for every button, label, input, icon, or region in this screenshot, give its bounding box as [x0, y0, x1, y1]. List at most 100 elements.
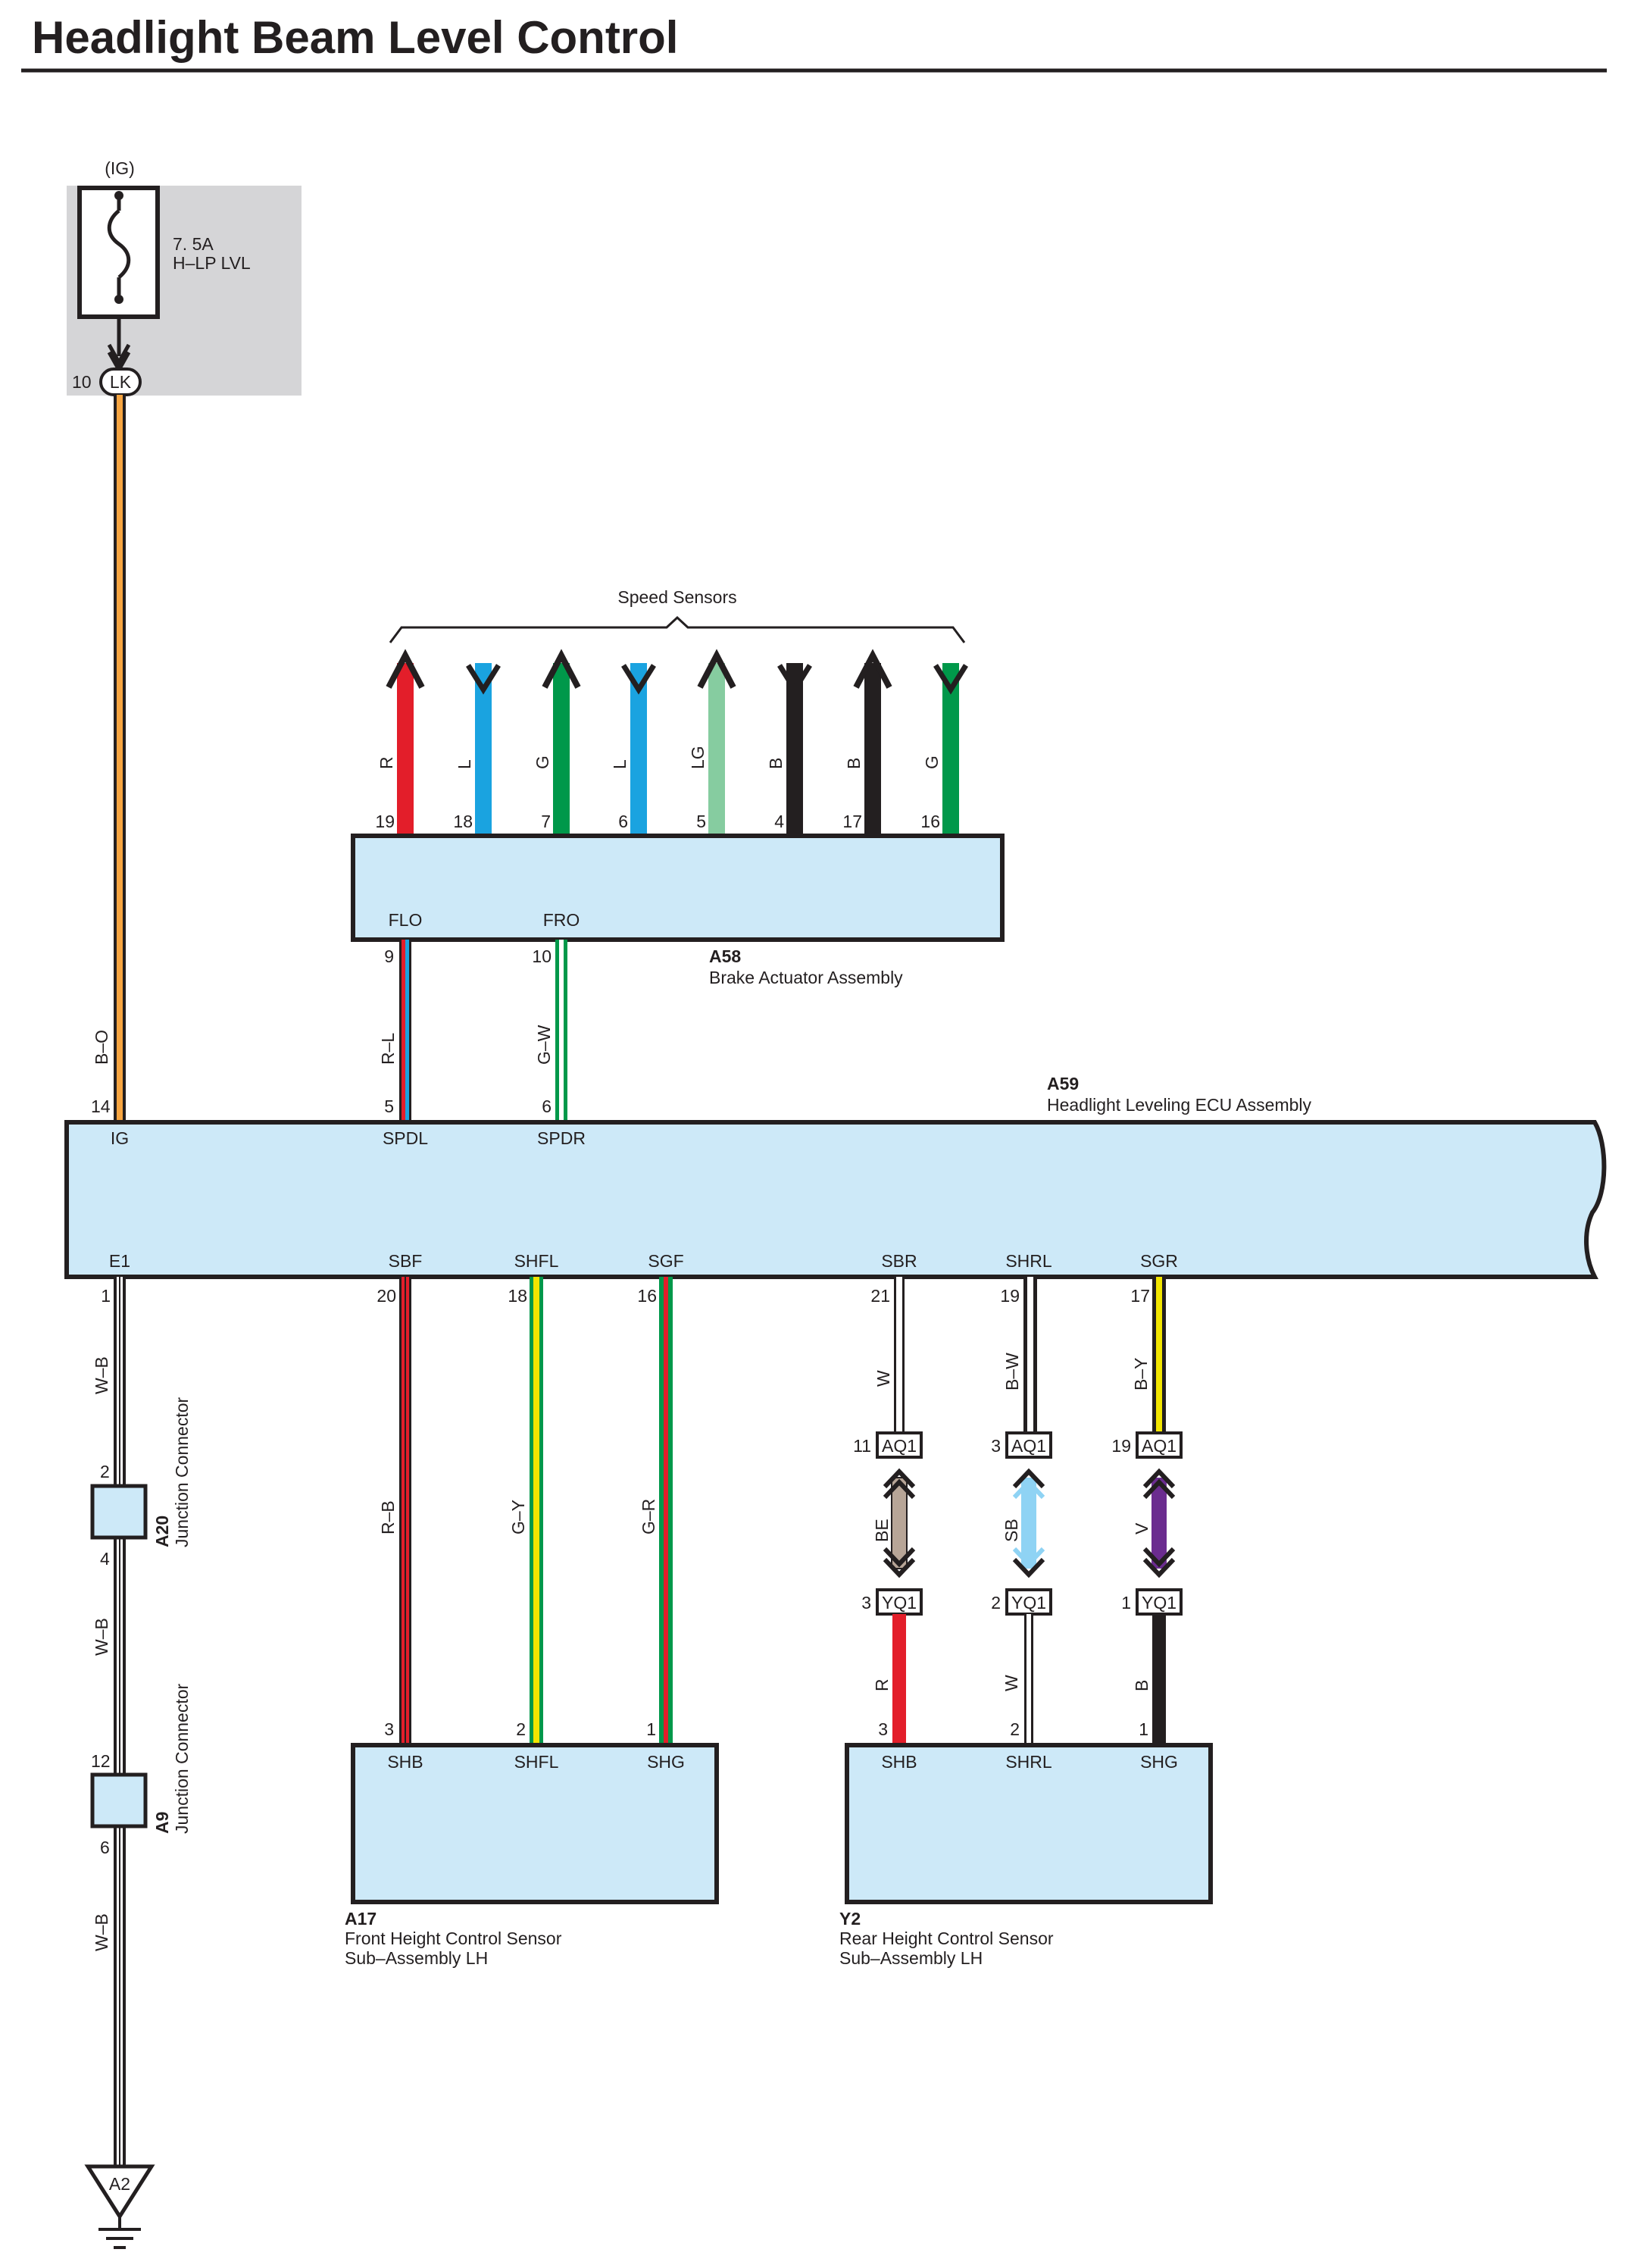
yq1-pin-sbr: 3: [861, 1593, 871, 1613]
rear-wire-bw-upper: [1023, 1277, 1037, 1445]
y2-pin-shb: 3: [878, 1719, 888, 1739]
rear-mid-code-be: BE: [872, 1519, 892, 1542]
a59-terminal-shfl: SHFL: [514, 1251, 559, 1271]
y2-name-line1: Rear Height Control Sensor: [839, 1929, 1054, 1948]
speed-wire-pin: 16: [920, 812, 940, 831]
speed-wire-color-code: B: [766, 758, 786, 769]
lk-pin: 10: [72, 372, 92, 392]
arrow-down-icon: [466, 664, 501, 695]
speed-wire-color-code: G: [533, 755, 552, 769]
a17-pin-shg: 1: [646, 1719, 656, 1739]
ground-wire-code-1: W–B: [92, 1356, 111, 1394]
a59-ecu-box: [64, 1120, 1607, 1279]
a17-terminal-shb: SHB: [387, 1752, 423, 1772]
yq1-label-sgr: YQ1: [1142, 1593, 1176, 1613]
speed-wire-pin: 6: [618, 812, 628, 831]
a17-name-line2: Sub–Assembly LH: [345, 1948, 488, 1968]
a59-terminal-sbr: SBR: [881, 1251, 917, 1271]
y2-name-line2: Sub–Assembly LH: [839, 1948, 983, 1968]
speed-wire-color-code: R: [377, 756, 396, 769]
rear-wire-w-code: W: [873, 1370, 893, 1387]
a59-terminal-sgf: SGF: [648, 1251, 683, 1271]
y2-terminal-shg: SHG: [1140, 1752, 1178, 1772]
aq1-connector-shrl: [1005, 1431, 1052, 1459]
speed-wire-pin: 19: [375, 812, 395, 831]
arrow-up-icon: [697, 649, 736, 689]
spdl-wire: [399, 940, 411, 1121]
ground-wire-code-3: W–B: [92, 1913, 111, 1951]
speed-wire-rr-plus: B17RR+: [842, 649, 892, 862]
front-wire-rb: [399, 1277, 411, 1745]
a17-name-line1: Front Height Control Sensor: [345, 1929, 562, 1948]
front-wire-gy: [530, 1277, 543, 1745]
yq1-label-shrl: YQ1: [1011, 1593, 1046, 1613]
a58-brake-actuator-box: [351, 834, 1005, 942]
ground-label: A2: [109, 2174, 130, 2194]
lk-connector-label: LK: [110, 372, 132, 392]
arrow-up-icon: [853, 649, 892, 689]
front-wire-rb-code: R–B: [378, 1500, 398, 1534]
a9-code: A9: [152, 1812, 172, 1834]
a20-junction-connector: [90, 1484, 148, 1540]
speed-sensor-wires: R19FL+L18FL–G7FR+L6FR–LG5RL+B4RL–B17RR+G…: [375, 649, 968, 862]
speed-wire-rl-plus: LG5RL+: [688, 649, 736, 862]
spdr-pin: 6: [542, 1096, 552, 1116]
arrow-down-icon: [777, 664, 812, 695]
a59-pin-sbr: 21: [870, 1286, 890, 1306]
a59-pin-sgr: 17: [1130, 1286, 1150, 1306]
a59-pin-shrl: 19: [1000, 1286, 1020, 1306]
ig-wire: [114, 395, 126, 1122]
a59-name: Headlight Leveling ECU Assembly: [1047, 1095, 1312, 1115]
a58-terminal-flo: FLO: [389, 910, 423, 930]
ground-wire: [114, 1277, 126, 2166]
rear-lower-code-r: R: [872, 1678, 892, 1691]
aq1-label-shrl: AQ1: [1011, 1436, 1046, 1456]
rear-wire-by-code: B–Y: [1131, 1358, 1151, 1391]
a59-pin-sgf: 16: [637, 1286, 657, 1306]
a59-pin-shfl: 18: [508, 1286, 527, 1306]
a17-terminal-shg: SHG: [647, 1752, 685, 1772]
y2-pin-shg: 1: [1139, 1719, 1148, 1739]
ig-pin: 14: [91, 1096, 111, 1116]
front-wire-gy-code: G–Y: [508, 1500, 528, 1534]
flo-pin: 9: [384, 946, 394, 966]
spdl-pin: 5: [384, 1096, 394, 1116]
front-wire-gr-code: G–R: [639, 1499, 658, 1534]
a9-name: Junction Connector: [172, 1683, 192, 1834]
rear-chevron-icons: [883, 1468, 1176, 1578]
rear-wire-by-upper: [1152, 1277, 1166, 1445]
a20-pin-out: 4: [100, 1549, 110, 1569]
speed-wire-fl-minus: L18FL–: [453, 663, 501, 862]
yq1-pin-sgr: 1: [1121, 1593, 1131, 1613]
a59-terminal-ig: IG: [111, 1128, 129, 1148]
a59-terminal-sgr: SGR: [1140, 1251, 1178, 1271]
speed-wire-fl-plus: R19FL+: [375, 649, 425, 862]
yq1-connector-shrl: [1005, 1588, 1052, 1616]
a17-sensor-box: [351, 1743, 719, 1904]
a59-code: A59: [1047, 1074, 1079, 1093]
fuse-supply-label: (IG): [105, 158, 135, 178]
speed-wire-color-code: L: [610, 759, 630, 769]
arrow-up-icon: [542, 649, 581, 689]
spdr-wire-code: G–W: [534, 1025, 554, 1065]
aq1-pin-shrl: 3: [991, 1436, 1001, 1456]
fuse-terminal-top: [114, 191, 123, 200]
arrow-down-icon: [621, 664, 656, 695]
speed-wire-fr-plus: G7FR+: [533, 649, 581, 862]
rear-mid-code-v: V: [1132, 1522, 1151, 1534]
yq1-pin-shrl: 2: [991, 1593, 1001, 1613]
a59-terminal-e1: E1: [109, 1251, 130, 1271]
aq1-label-sbr: AQ1: [882, 1436, 917, 1456]
fro-pin: 10: [532, 946, 552, 966]
speed-wire-rr-minus: G16RR–: [920, 663, 968, 862]
speed-wire-color-code: B: [844, 758, 864, 769]
arrow-up-icon: [386, 649, 425, 689]
arrow-down-icon: [933, 664, 968, 695]
a9-pin-out: 6: [100, 1838, 110, 1857]
aq1-connector-sbr: [876, 1431, 923, 1459]
yq1-connector-sbr: [876, 1588, 923, 1616]
aq1-pin-sbr: 11: [853, 1436, 871, 1456]
aq1-connectors: [876, 1431, 1183, 1459]
fuse-terminal-bottom: [114, 295, 123, 304]
